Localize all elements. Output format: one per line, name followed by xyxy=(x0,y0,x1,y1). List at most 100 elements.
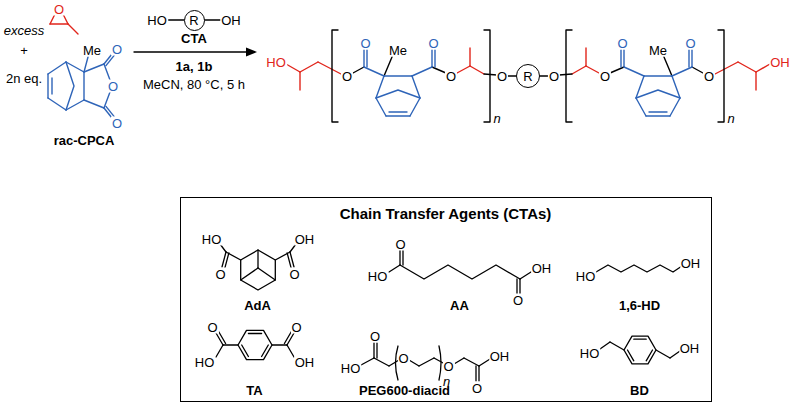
atom-label: O xyxy=(445,70,457,83)
repeat-subscript: n xyxy=(493,112,500,125)
atom-label: HO xyxy=(265,56,287,69)
catalyst-label: 1a, 1b xyxy=(176,60,213,73)
cpca-monomer-stroke xyxy=(51,78,52,94)
atom-label: HO xyxy=(201,232,223,245)
cpca-monomer-stroke xyxy=(104,64,110,80)
atom-label: Me xyxy=(388,44,408,57)
equivalents-note: 2n eq. xyxy=(6,72,42,85)
cpca-monomer-stroke xyxy=(84,100,104,108)
compound-name: TA xyxy=(246,383,262,396)
product-blue-core-stroke xyxy=(623,50,624,67)
product-blue-core xyxy=(364,50,692,116)
cta-structures-stroke xyxy=(262,345,269,357)
cta-structures-stroke xyxy=(216,333,223,345)
cta-structures-stroke xyxy=(220,244,226,252)
product-blue-core-stroke xyxy=(366,50,367,67)
compound-name: PEG600-diacid xyxy=(359,383,450,396)
cta-structures-stroke xyxy=(373,343,374,358)
cta-structures-stroke xyxy=(216,345,223,357)
cta-structures-stroke xyxy=(242,345,249,357)
cta-bonds-stroke xyxy=(167,19,184,20)
atom-label: O xyxy=(616,37,628,50)
cta-structures-stroke xyxy=(241,250,276,290)
product-blue-core-stroke xyxy=(431,50,432,67)
product-blue-core-stroke xyxy=(636,76,644,98)
cta-structures-stroke xyxy=(258,268,275,280)
cta-panel: Chain Transfer Agents (CTAs)HOOOHOAdAHOO… xyxy=(180,197,712,402)
compound-name: AA xyxy=(450,298,469,311)
atom-label: O xyxy=(512,293,524,306)
atom-label: HO xyxy=(340,361,362,374)
cpca-monomer-stroke xyxy=(106,106,114,116)
reagent-note: excess xyxy=(4,24,44,37)
propylene-oxide-stroke xyxy=(50,23,68,24)
cta-structures-stroke xyxy=(241,268,258,280)
cta-structures-stroke xyxy=(361,358,374,365)
cpca-monomer-stroke xyxy=(106,56,114,66)
cta-structures-stroke xyxy=(374,358,389,366)
cta-structures-stroke xyxy=(287,253,291,268)
product-red-chain-stroke xyxy=(470,66,484,74)
compound-name: BD xyxy=(630,383,649,396)
atom-label: O xyxy=(290,320,302,333)
cta-structures-stroke xyxy=(646,350,652,361)
product-red-chain-stroke xyxy=(755,72,756,90)
atom-label: O xyxy=(53,3,65,16)
atom-label: OH xyxy=(294,355,316,368)
product-blue-core-stroke xyxy=(389,111,407,112)
atom-label: HO xyxy=(579,346,601,359)
atom-label: O xyxy=(288,267,300,280)
substituent-letter: R xyxy=(523,70,532,83)
product-blue-core-stroke xyxy=(412,67,432,76)
product-blue-core-stroke xyxy=(646,115,670,116)
cta-structures-stroke xyxy=(624,336,656,364)
cpca-monomer-stroke xyxy=(47,74,48,98)
cta-structures-stroke xyxy=(376,343,377,358)
cta-structures-stroke xyxy=(219,332,226,344)
cpca-monomer-stroke xyxy=(104,92,110,108)
repeat-subscript: n xyxy=(727,112,734,125)
product-black-bonds-stroke xyxy=(664,57,672,76)
atom-label: O xyxy=(214,267,226,280)
product-blue-core-stroke xyxy=(376,90,420,98)
cta-structures-stroke xyxy=(238,330,272,359)
product-black-bonds-stroke xyxy=(353,67,364,73)
cta-structures-stroke xyxy=(399,250,400,265)
cta-structures-stroke xyxy=(287,333,294,345)
product-blue-core-stroke xyxy=(649,111,667,112)
atom-label: O xyxy=(684,37,696,50)
cta-structures-stroke xyxy=(419,358,434,366)
product-black-bonds-stroke xyxy=(692,67,703,73)
product-red-chain-stroke xyxy=(756,64,770,72)
compound-name: 1,6-HD xyxy=(619,298,660,311)
atom-label: OH xyxy=(294,232,316,245)
cta-structures-stroke xyxy=(520,272,531,279)
atom-label: HO xyxy=(367,269,389,282)
propylene-oxide-stroke xyxy=(68,24,78,34)
product-black-bonds-stroke xyxy=(508,75,516,76)
repeat-brackets-stroke xyxy=(718,30,724,122)
product-blue-core-stroke xyxy=(624,67,644,76)
product-red-chain-stroke xyxy=(318,62,341,74)
cta-structures-stroke xyxy=(454,358,464,364)
atom-label: HO xyxy=(194,355,216,368)
atom-label: OH xyxy=(769,56,791,69)
atom-label: O xyxy=(496,70,508,83)
product-red-chain-stroke xyxy=(586,66,599,73)
reaction-arrow-stroke xyxy=(134,51,248,52)
product-black-bonds-stroke xyxy=(540,75,548,76)
repeat-brackets-stroke xyxy=(566,30,572,122)
product-blue-core-stroke xyxy=(636,98,646,116)
product-red-chain-stroke xyxy=(300,62,318,72)
cta-structures-stroke xyxy=(600,342,610,349)
atom-label: O xyxy=(427,37,439,50)
product-red-chain-stroke xyxy=(572,66,586,74)
product-blue-core-stroke xyxy=(386,115,410,116)
box-heading: Chain Transfer Agents (CTAs) xyxy=(340,205,552,220)
cpca-monomer-stroke xyxy=(48,62,66,74)
product-blue-core-stroke xyxy=(384,75,412,76)
product-red-chain-stroke xyxy=(299,72,300,90)
reagent-name: CTA xyxy=(181,32,207,45)
cta-structures-stroke xyxy=(409,360,419,366)
cta-structures-stroke xyxy=(516,279,517,294)
